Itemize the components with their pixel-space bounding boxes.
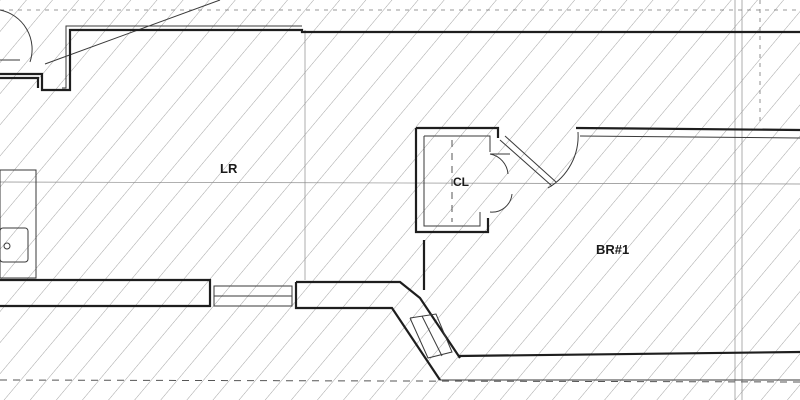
room-label-br1: BR#1: [596, 242, 629, 257]
entry-door-swing: [0, 0, 221, 65]
room-label-cl: CL: [453, 175, 469, 189]
walls: [0, 25, 800, 383]
room-label-lr: LR: [220, 161, 238, 176]
